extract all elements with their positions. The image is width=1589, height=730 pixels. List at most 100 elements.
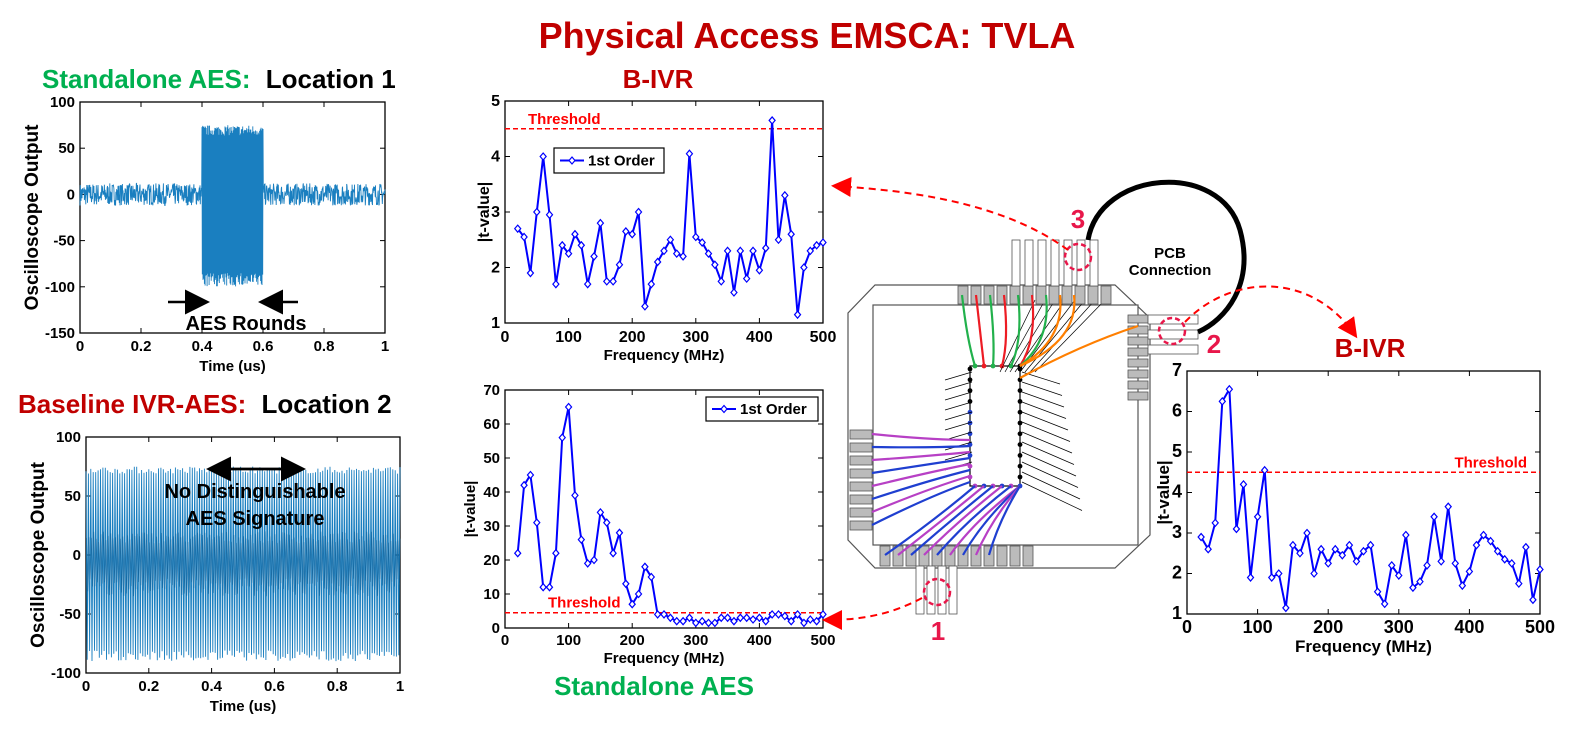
bond-wire-thin xyxy=(944,411,973,421)
data-point xyxy=(596,507,605,517)
package-lead-top xyxy=(1024,239,1034,287)
package-pin-bottom xyxy=(905,545,917,567)
bond-wire-bottom xyxy=(923,485,1003,556)
data-point xyxy=(787,229,795,239)
package-lead-right xyxy=(1147,314,1199,325)
die-pad xyxy=(1017,442,1023,447)
data-point xyxy=(800,618,808,628)
bond-wire-thin xyxy=(944,391,973,401)
data-point xyxy=(577,240,586,250)
die-pad xyxy=(1017,388,1023,393)
bond-wire-bottom xyxy=(936,485,1012,556)
x-tick-label: 0.8 xyxy=(327,678,348,695)
y-tick-label: 0 xyxy=(492,620,500,637)
data-point xyxy=(1239,479,1248,489)
pcb-label-line1: PCB xyxy=(1154,245,1186,262)
package-lead-bottom xyxy=(926,565,936,615)
data-point xyxy=(736,246,745,256)
x-tick-label: 0.6 xyxy=(264,678,285,695)
data-point xyxy=(1409,583,1417,593)
data-point xyxy=(641,301,649,311)
bond-wire-bottom xyxy=(962,485,1021,556)
data-point xyxy=(1380,599,1389,609)
data-point xyxy=(1211,518,1220,528)
data-point xyxy=(1493,546,1502,556)
data-point xyxy=(647,279,656,289)
plot-frame xyxy=(504,100,824,324)
legend-marker xyxy=(568,156,576,165)
threshold-label: Threshold xyxy=(1454,454,1527,471)
die-pad xyxy=(967,366,973,372)
data-point xyxy=(1352,556,1361,566)
y-tick-label: -150 xyxy=(45,325,75,342)
package-pin-left xyxy=(849,520,873,531)
bond-wire-top xyxy=(1000,294,1008,367)
y-tick-label: 7 xyxy=(1172,360,1182,380)
bond-wire-top xyxy=(1019,294,1048,367)
data-point xyxy=(774,235,783,245)
location-number-2: 2 xyxy=(1207,329,1221,359)
data-point xyxy=(590,251,598,261)
bond-wire-left xyxy=(871,456,971,475)
bond-wire-bottom xyxy=(884,485,976,556)
x-tick-label: 100 xyxy=(1243,617,1273,637)
data-point xyxy=(812,616,821,626)
x-tick-label: 0.6 xyxy=(253,338,274,355)
data-point xyxy=(1373,587,1382,597)
data-point xyxy=(609,548,617,558)
data-point xyxy=(1444,502,1453,512)
bond-wire-thin xyxy=(1021,411,1069,431)
probe-location-2 xyxy=(1157,316,1187,346)
y-tick-label: 50 xyxy=(483,450,500,467)
data-point xyxy=(602,276,611,286)
package-lead-bottom xyxy=(937,565,947,615)
data-point xyxy=(1345,540,1354,550)
pcb-label-line2: Connection xyxy=(1129,262,1212,279)
y-axis-label: Oscilloscope Output xyxy=(28,461,49,647)
package-pin-left xyxy=(849,494,873,505)
location2-label: Location 2 xyxy=(262,389,392,419)
bond-wire-thin xyxy=(944,421,973,431)
data-point xyxy=(539,152,547,161)
package-pin-top xyxy=(1100,285,1112,305)
package-pin-bottom xyxy=(879,545,891,567)
bond-wire-bottom xyxy=(974,485,1021,556)
data-point xyxy=(768,116,776,125)
data-point xyxy=(761,243,770,253)
y-tick-label: 0 xyxy=(73,547,81,564)
y-tick-label: 2 xyxy=(491,260,500,277)
data-point xyxy=(1416,577,1424,587)
bond-wire-thin xyxy=(1021,471,1081,500)
location-number-1: 1 xyxy=(931,616,945,646)
x-tick-label: 500 xyxy=(810,329,837,346)
x-tick-label: 0 xyxy=(76,338,84,355)
data-point xyxy=(545,210,554,220)
data-point xyxy=(558,240,567,250)
x-tick-label: 0.8 xyxy=(314,338,335,355)
data-point xyxy=(1267,573,1276,582)
bond-wire-bottom xyxy=(987,485,1021,556)
y-tick-label: 70 xyxy=(483,382,500,399)
data-point xyxy=(545,582,554,592)
y-axis-label: Oscilloscope Output xyxy=(22,124,43,310)
package-pin-top xyxy=(1087,285,1099,305)
data-point xyxy=(634,207,643,217)
bond-wire-bottom xyxy=(897,485,985,556)
data-point xyxy=(641,562,649,572)
bond-wire-thin xyxy=(1021,461,1079,488)
x-tick-label: 400 xyxy=(1454,617,1484,637)
arrow-loc1-to-standalone xyxy=(822,597,923,630)
y-tick-label: 100 xyxy=(50,94,75,111)
bond-wire-top xyxy=(974,294,986,367)
die-pad xyxy=(967,409,973,415)
data-point xyxy=(755,265,764,275)
bond-wire-right xyxy=(1019,324,1139,379)
data-point xyxy=(723,613,732,623)
x-tick-label: 200 xyxy=(620,632,645,649)
data-point xyxy=(564,249,573,259)
data-point xyxy=(666,613,675,623)
